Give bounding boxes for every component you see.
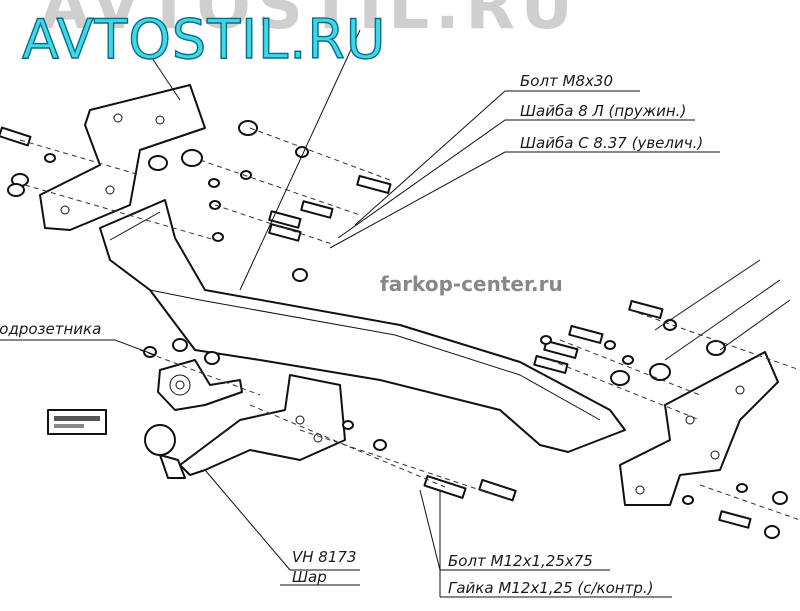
hitch-bolts <box>342 420 517 502</box>
leader-lines <box>0 29 791 598</box>
left-bolts <box>0 120 392 282</box>
tow-ball <box>144 424 176 456</box>
right-mounting-bracket <box>619 351 779 506</box>
left-mounting-bracket <box>39 84 206 231</box>
main-cross-beam <box>99 199 626 453</box>
label-nut-m12: Гайка М12х1,25 (с/контр.) <box>448 579 653 597</box>
label-washer-c837: Шайба С 8.37 (увелич.) <box>520 134 703 152</box>
ghost-watermark: AVTOSTIL.RU <box>40 0 579 44</box>
hitch-arm <box>144 374 346 479</box>
right-bolts <box>533 299 788 539</box>
label-model-code: VH 8173 <box>292 548 356 566</box>
watermark-banner: AVTOSTIL.RU <box>22 8 386 71</box>
label-bolt-m8x30: Болт М8х30 <box>520 72 613 90</box>
site-label: farkop-center.ru <box>380 272 563 296</box>
label-socket-bracket: Подрозетника <box>0 320 101 338</box>
label-bolt-m12: Болт М12х1,25х75 <box>448 552 593 570</box>
assembly-lines <box>19 127 800 521</box>
socket-bracket <box>143 338 243 411</box>
label-washer-8l: Шайба 8 Л (пружин.) <box>520 102 686 120</box>
label-ball: Шар <box>292 568 327 586</box>
id-plate <box>47 409 107 435</box>
